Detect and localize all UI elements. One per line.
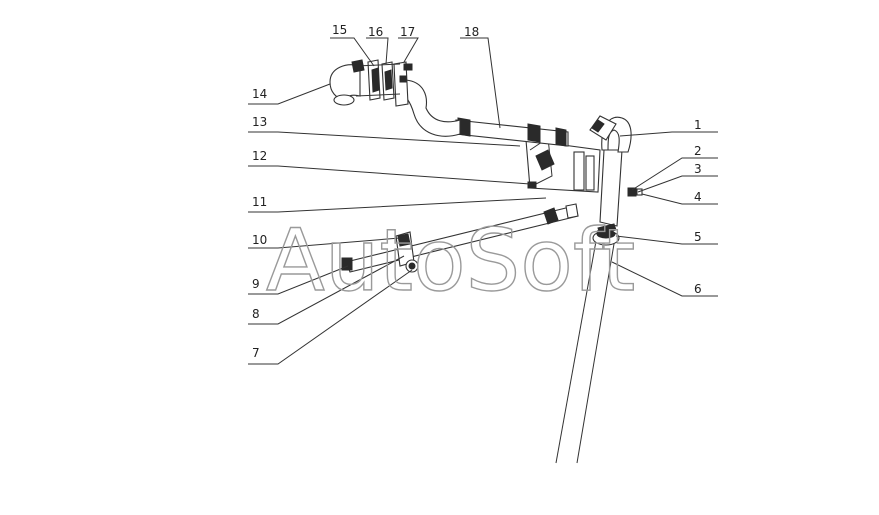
callout-4: 4 [694,190,702,204]
callout-17: 17 [400,25,415,39]
flange-assembly [355,59,413,107]
callout-10: 10 [252,233,267,247]
long-pipe [555,229,616,464]
callout-12: 12 [252,149,267,163]
callout-3: 3 [694,162,702,176]
horizontal-pipe-18 [455,117,569,147]
clamp-ring-5 [592,223,620,246]
callout-9: 9 [252,277,260,291]
callouts: 1 2 3 4 5 6 7 8 9 10 11 12 13 14 15 16 1… [252,23,702,360]
callout-8: 8 [252,307,260,321]
callout-14: 14 [252,87,267,101]
callout-6: 6 [694,282,702,296]
small-fitting [627,187,643,197]
elbow-14 [329,59,365,106]
s-bend-pipe [399,79,461,137]
callout-11: 11 [252,195,267,209]
callout-5: 5 [694,230,702,244]
leader-lines [248,37,718,365]
callout-18: 18 [464,25,479,39]
callout-15: 15 [332,23,347,37]
callout-7: 7 [252,346,260,360]
callout-1: 1 [694,118,702,132]
callout-2: 2 [694,144,702,158]
bracket-housing [525,137,601,193]
callout-13: 13 [252,115,267,129]
watermark: AutoSoft [266,211,635,311]
callout-16: 16 [368,25,383,39]
